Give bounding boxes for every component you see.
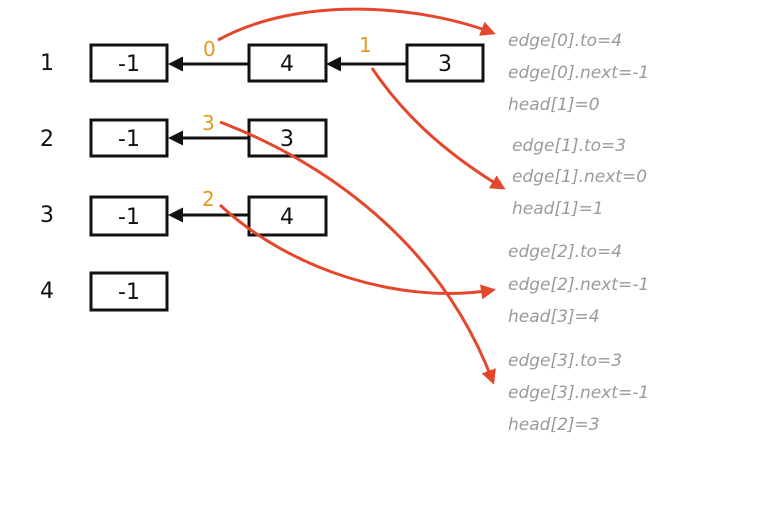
red-callout-arrow [218, 203, 496, 300]
note-line: edge[3].to=3 [508, 351, 622, 371]
row-2-node-head: -1 [89, 118, 169, 158]
note-line: head[1]=1 [512, 199, 604, 219]
node-value: 4 [280, 205, 294, 230]
row-1-node-3: 3 [405, 43, 485, 83]
note-line: edge[1].next=0 [512, 167, 647, 187]
row-1-node-2: 4 [247, 43, 328, 83]
node-value: -1 [118, 280, 140, 305]
node-value: -1 [118, 205, 140, 230]
row-1-node-head: -1 [89, 43, 169, 83]
row-3-node-head: -1 [89, 195, 169, 237]
row-label-4: 4 [40, 279, 54, 304]
note-edge-2: edge[2].to=4 edge[2].next=-1 head[3]=4 [508, 242, 649, 327]
note-line: head[3]=4 [508, 307, 600, 327]
edge-index-label: 0 [203, 37, 216, 61]
note-line: edge[2].to=4 [508, 242, 622, 262]
row-label-3: 3 [40, 203, 54, 228]
row-2-node-2: 3 [247, 118, 328, 158]
note-line: edge[1].to=3 [512, 136, 626, 156]
note-edge-0: edge[0].to=4 edge[0].next=-1 head[1]=0 [508, 31, 649, 115]
row-label-1: 1 [40, 51, 54, 76]
node-value: -1 [118, 52, 140, 77]
red-callout-arrow [217, 7, 496, 42]
note-edge-3: edge[3].to=3 edge[3].next=-1 head[2]=3 [508, 351, 649, 435]
note-line: edge[0].next=-1 [508, 63, 649, 83]
edge-index-label: 3 [202, 111, 215, 135]
node-value: 4 [280, 52, 294, 77]
note-line: edge[0].to=4 [508, 31, 622, 51]
red-callout-arrow [219, 120, 496, 385]
row-3-node-2: 4 [247, 195, 328, 237]
note-line: edge[2].next=-1 [508, 275, 649, 295]
row-4-node-head: -1 [89, 271, 169, 312]
row-label-2: 2 [40, 127, 54, 152]
node-value: -1 [118, 127, 140, 152]
edge-index-label: 2 [202, 187, 215, 211]
note-line: head[1]=0 [508, 95, 600, 115]
edge-index-label: 1 [359, 33, 372, 57]
note-line: head[2]=3 [508, 415, 600, 435]
node-value: 3 [280, 127, 294, 152]
node-value: 3 [438, 52, 452, 77]
note-line: edge[3].next=-1 [508, 383, 649, 403]
note-edge-1: edge[1].to=3 edge[1].next=0 head[1]=1 [512, 136, 647, 219]
red-callout-arrow [370, 67, 506, 190]
